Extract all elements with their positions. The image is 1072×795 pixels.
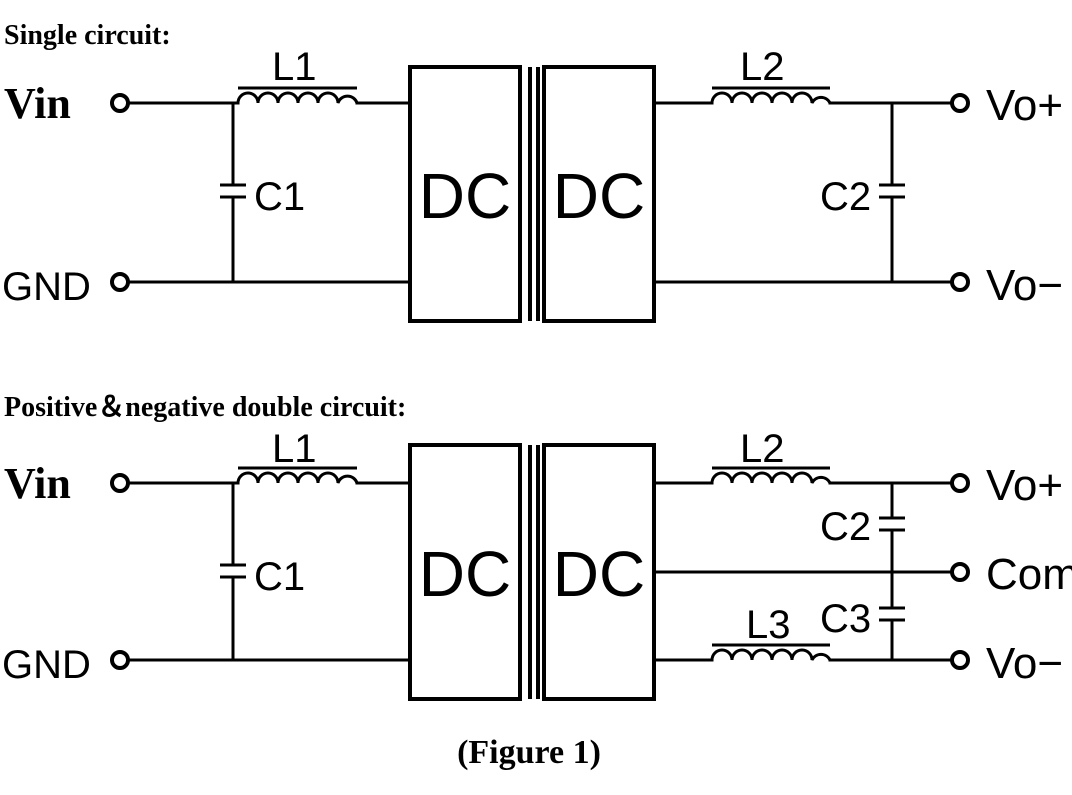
inductor-l2: L2 (710, 427, 832, 484)
vo-pos-label: Vo+ (986, 81, 1063, 130)
dc-input-block (408, 443, 522, 701)
gnd-label: GND (2, 265, 91, 309)
inductor-l2: L2 (710, 45, 832, 104)
gnd-terminal (110, 650, 130, 670)
inductor-l3: L3 (710, 603, 832, 661)
l1-label: L1 (272, 427, 317, 471)
c1-label: C1 (254, 175, 305, 219)
vo-neg-label: Vo− (986, 639, 1063, 688)
dc-input-block (408, 65, 522, 323)
dc-output-block (542, 65, 656, 323)
dc-output-label: DC (553, 160, 645, 232)
figure-caption: (Figure 1) (457, 734, 601, 771)
capacitor-c3: C3 (820, 597, 905, 641)
l2-label: L2 (740, 427, 785, 471)
capacitor-c1: C1 (220, 175, 305, 219)
vo-pos-terminal (950, 93, 970, 113)
com-label: Com (986, 550, 1072, 599)
gnd-terminal (110, 272, 130, 292)
vin-terminal (110, 93, 130, 113)
l2-label: L2 (740, 45, 785, 89)
l3-label: L3 (746, 603, 791, 647)
vin-terminal (110, 473, 130, 493)
vo-pos-label: Vo+ (986, 461, 1063, 510)
c2-label: C2 (820, 505, 871, 549)
dc-input-label: DC (419, 538, 511, 610)
vo-neg-terminal (950, 650, 970, 670)
dc-input-label: DC (419, 160, 511, 232)
com-terminal (950, 562, 970, 582)
vo-pos-terminal (950, 473, 970, 493)
inductor-l1: L1 (236, 45, 359, 104)
c3-label: C3 (820, 597, 871, 641)
single-circuit: Single circuit: Vin GND L1 C1 DC DC (2, 20, 1063, 323)
vin-label: Vin (4, 79, 71, 128)
dc-output-label: DC (553, 538, 645, 610)
single-circuit-title: Single circuit: (4, 20, 171, 51)
double-circuit: Positive＆negative double circuit: Vin GN… (2, 392, 1072, 701)
vo-neg-terminal (950, 272, 970, 292)
c1-label: C1 (254, 555, 305, 599)
capacitor-c1: C1 (220, 555, 305, 599)
vo-neg-label: Vo− (986, 261, 1063, 310)
vin-label: Vin (4, 459, 71, 508)
capacitor-c2: C2 (820, 505, 905, 549)
capacitor-c2: C2 (820, 175, 905, 219)
double-circuit-title: Positive＆negative double circuit: (4, 392, 406, 423)
c2-label: C2 (820, 175, 871, 219)
inductor-l1: L1 (236, 427, 359, 484)
gnd-label: GND (2, 643, 91, 687)
l1-label: L1 (272, 45, 317, 89)
